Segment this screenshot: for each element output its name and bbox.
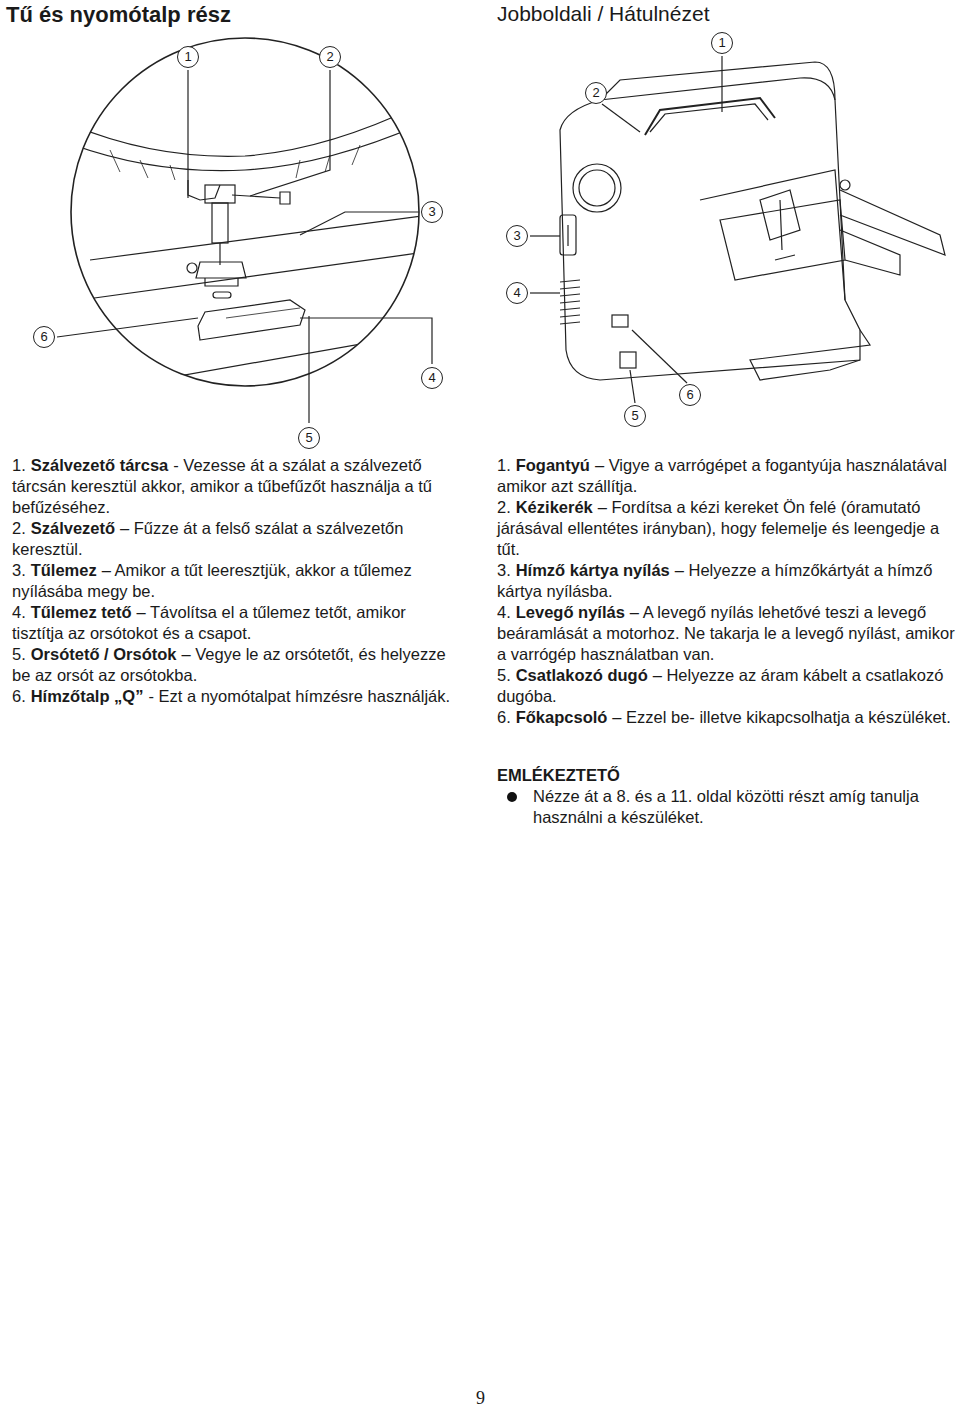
- list-item: 1.Fogantyú– Vigye a varrógépet a foganty…: [497, 455, 955, 497]
- list-item: 5.Orsótető / Orsótok– Vegye le az orsóte…: [12, 644, 457, 686]
- needle-foot-illustration: [57, 38, 440, 423]
- callout-number: 2: [319, 46, 341, 68]
- item-number: 2.: [497, 498, 511, 516]
- part-name: Szálvezető: [31, 519, 115, 537]
- item-number: 3.: [12, 561, 26, 579]
- callout-number: 5: [624, 405, 646, 427]
- list-item: 4.Levegő nyílás– A levegő nyílás lehetőv…: [497, 602, 955, 665]
- item-number: 3.: [497, 561, 511, 579]
- callout-number: 4: [506, 282, 528, 304]
- item-number: 6.: [12, 687, 26, 705]
- callout-number: 1: [711, 32, 733, 54]
- page-number: 9: [476, 1388, 485, 1409]
- list-item: 3.Tűlemez– Amikor a tűt leeresztjük, akk…: [12, 560, 457, 602]
- item-number: 2.: [12, 519, 26, 537]
- callout-number: 3: [506, 225, 528, 247]
- list-item: 5.Csatlakozó dugó– Helyezze az áram kábe…: [497, 665, 955, 707]
- item-number: 1.: [497, 456, 511, 474]
- list-item: 6. Főkapcsoló– Ezzel be- illetve kikapcso…: [497, 707, 955, 728]
- callout-number: 6: [679, 384, 701, 406]
- bullet-dot: [507, 792, 517, 802]
- list-item: 6. Hímzőtalp „Q”- Ezt a nyomótalpat hímzé…: [12, 686, 457, 707]
- callout-number: 4: [421, 367, 443, 389]
- item-number: 1.: [12, 456, 26, 474]
- item-number: 6.: [497, 708, 511, 726]
- machine-back-illustration: [530, 56, 945, 403]
- callout-number: 1: [177, 46, 199, 68]
- part-name: Fogantyú: [516, 456, 590, 474]
- part-name: Csatlakozó dugó: [516, 666, 648, 684]
- list-item: 2.Kézikerék– Fordítsa a kézi kereket Ön …: [497, 497, 955, 560]
- part-name: Orsótető / Orsótok: [31, 645, 177, 663]
- part-name: Hímző kártya nyílás: [516, 561, 670, 579]
- callout-number: 3: [421, 201, 443, 223]
- part-name: Szálvezető tárcsa: [31, 456, 169, 474]
- list-item: 4.Tűlemez tető– Távolítsa el a tűlemez t…: [12, 602, 457, 644]
- memo-heading: EMLÉKEZTETŐ: [497, 766, 620, 785]
- part-description: - Ezt a nyomótalpat hímzésre használják.: [148, 687, 450, 705]
- list-item: 3.Hímző kártya nyílás– Helyezze a hímzők…: [497, 560, 955, 602]
- part-name: Kézikerék: [516, 498, 593, 516]
- item-number: 4.: [12, 603, 26, 621]
- callout-number: 5: [298, 427, 320, 449]
- part-name: Tűlemez: [31, 561, 97, 579]
- part-name: Hímzőtalp „Q”: [31, 687, 144, 705]
- page-title: Tű és nyomótalp rész: [6, 2, 231, 28]
- callout-number: 6: [33, 326, 55, 348]
- list-item: 1.Szálvezető tárcsa- Vezesse át a szálat…: [12, 455, 457, 518]
- item-number: 4.: [497, 603, 511, 621]
- memo-note: Nézze át a 8. és a 11. oldal közötti rés…: [533, 786, 953, 828]
- right-parts-list: 1.Fogantyú– Vigye a varrógépet a foganty…: [497, 455, 955, 728]
- callout-number: 2: [585, 82, 607, 104]
- section-heading: Jobboldali / Hátulnézet: [497, 2, 709, 26]
- item-number: 5.: [497, 666, 511, 684]
- part-description: – Ezzel be- illetve kikapcsolhatja a kés…: [612, 708, 950, 726]
- part-name: Főkapcsoló: [516, 708, 608, 726]
- list-item: 2.Szálvezető– Fűzze át a felső szálat a …: [12, 518, 457, 560]
- part-name: Tűlemez tető: [31, 603, 132, 621]
- left-parts-list: 1.Szálvezető tárcsa- Vezesse át a szálat…: [12, 455, 457, 707]
- part-name: Levegő nyílás: [516, 603, 625, 621]
- item-number: 5.: [12, 645, 26, 663]
